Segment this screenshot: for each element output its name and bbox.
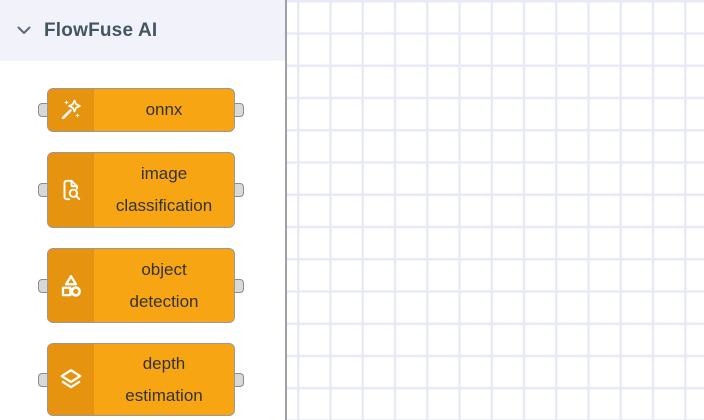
palette-node-depth-estimation[interactable]: depth estimation [38,343,244,416]
palette-sidebar: FlowFuse AI onnx [0,0,285,420]
palette-node-object-detection[interactable]: object detection [38,248,244,323]
node-label: depth estimation [94,344,234,415]
node-label-line: object [141,259,187,279]
layers-icon [48,344,94,415]
palette-category-label: FlowFuse AI [44,19,158,41]
node-label-line: onnx [145,100,183,119]
node-body[interactable]: object detection [47,248,235,323]
node-label: object detection [94,249,234,322]
node-label-line: classification [115,196,213,215]
wand-sparkles-icon [48,89,94,131]
chevron-down-icon[interactable] [17,26,31,35]
node-body[interactable]: onnx [47,88,235,132]
node-label-line: estimation [125,385,203,405]
node-label: onnx [94,89,234,131]
node-body[interactable]: image classification [47,152,235,228]
file-search-icon [48,153,94,227]
palette-node-onnx[interactable]: onnx [38,88,244,132]
node-body[interactable]: depth estimation [47,343,235,416]
palette-category-header[interactable]: FlowFuse AI [0,0,285,61]
node-label-line: image [140,164,188,183]
node-label-line: detection [129,291,199,311]
node-label: image classification [94,153,234,227]
shapes-icon [48,249,94,322]
node-label-line: depth [142,353,186,373]
palette-node-image-classification[interactable]: image classification [38,152,244,228]
flow-canvas[interactable] [285,0,704,420]
